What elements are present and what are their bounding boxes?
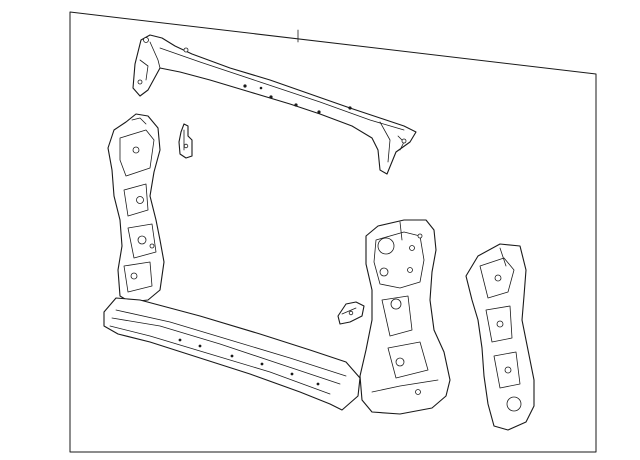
right-side-panel bbox=[465, 243, 535, 431]
diagram-frame bbox=[69, 11, 597, 453]
small-clip-center bbox=[337, 301, 365, 325]
small-bracket-upper bbox=[178, 123, 193, 159]
left-side-support bbox=[107, 113, 165, 303]
lower-tie-bar bbox=[103, 297, 361, 411]
upper-tie-bar bbox=[132, 34, 417, 175]
right-center-support bbox=[359, 219, 451, 415]
